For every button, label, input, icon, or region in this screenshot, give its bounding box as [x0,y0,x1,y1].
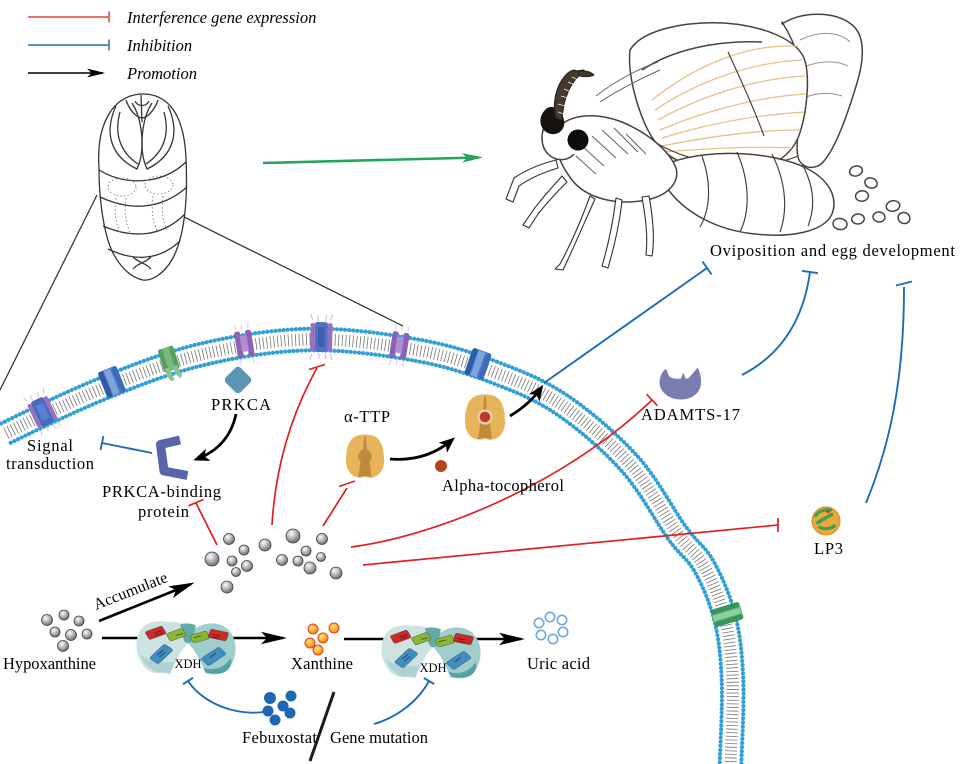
svg-text:Uric acid: Uric acid [527,654,591,673]
svg-text:α-TTP: α-TTP [344,407,390,426]
svg-text:transduction: transduction [6,454,94,473]
svg-text:Gene mutation: Gene mutation [330,728,428,747]
svg-text:XDH: XDH [174,657,201,671]
svg-text:Xanthine: Xanthine [291,654,353,673]
svg-text:LP3: LP3 [814,539,843,558]
svg-text:Promotion: Promotion [126,64,197,83]
svg-text:Alpha-tocopherol: Alpha-tocopherol [442,476,564,495]
svg-text:protein: protein [138,502,189,521]
svg-text:ADAMTS-17: ADAMTS-17 [641,405,740,424]
svg-text:Febuxostat: Febuxostat [242,728,317,747]
svg-text:Hypoxanthine: Hypoxanthine [3,654,96,673]
svg-text:PRKCA-binding: PRKCA-binding [102,482,221,501]
svg-text:Signal: Signal [27,436,73,455]
svg-text:Inhibition: Inhibition [126,36,192,55]
svg-text:XDH: XDH [419,661,446,675]
svg-text:Oviposition and egg developmen: Oviposition and egg development [710,241,955,260]
svg-text:Interference gene expression: Interference gene expression [126,8,316,27]
svg-text:PRKCA: PRKCA [211,395,271,414]
